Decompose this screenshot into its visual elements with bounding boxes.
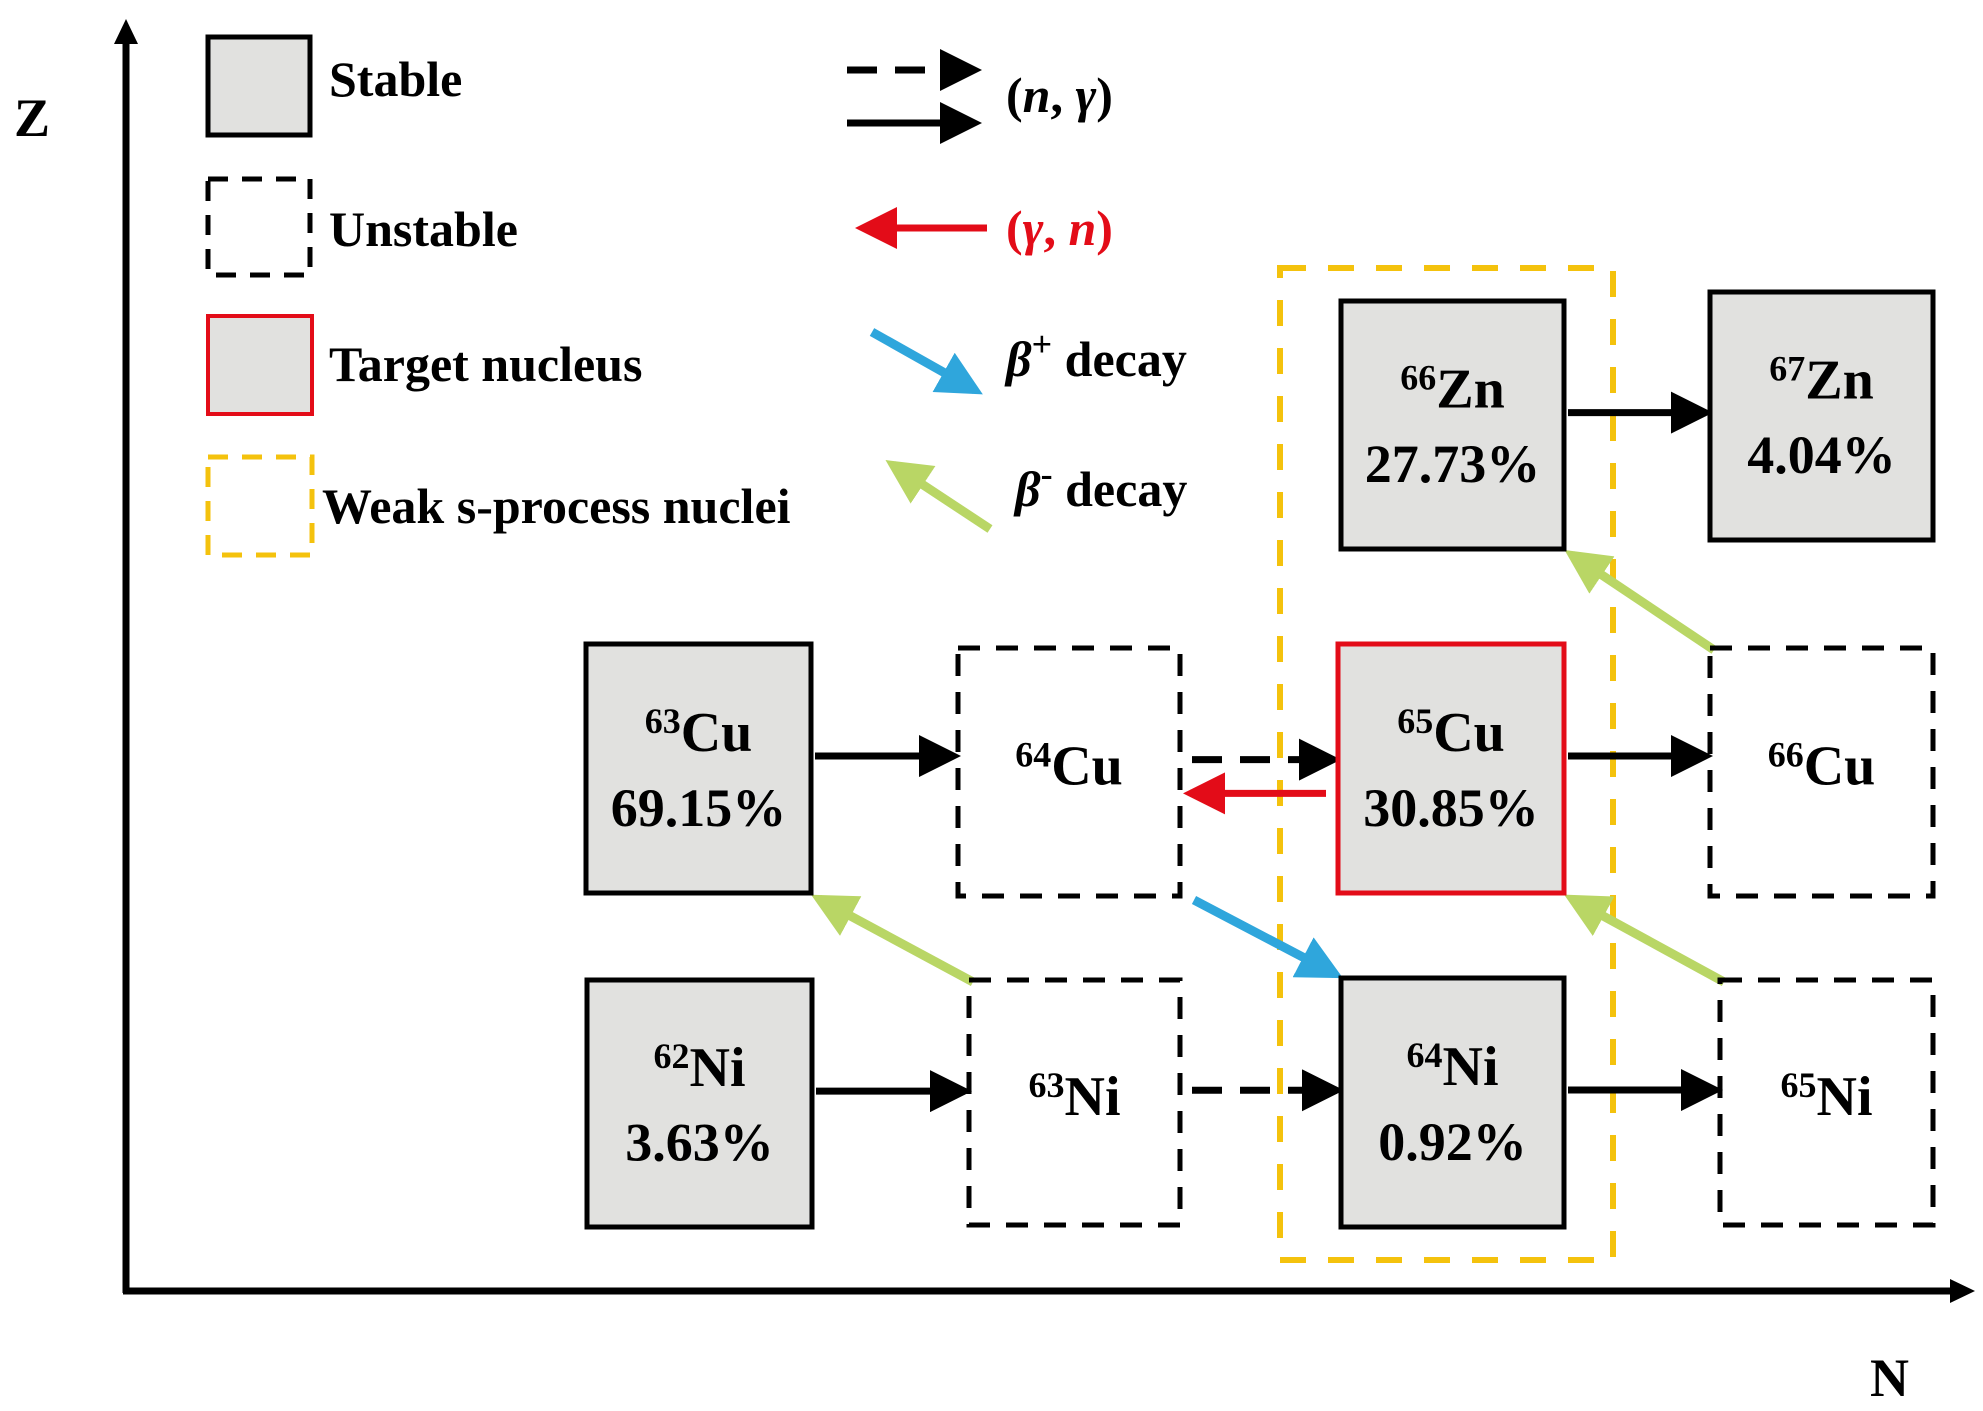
nuclide-ni64: 64Ni 0.92% [1338, 975, 1567, 1230]
nuclide-ni63: 63Ni [966, 977, 1183, 1228]
nuclide-box [1338, 298, 1567, 552]
nuclide-symbol: 65Cu [1397, 701, 1505, 764]
nuclide-box [583, 641, 814, 896]
nuclide-symbol: 65Ni [1781, 1065, 1873, 1128]
nuclide-box [1335, 641, 1567, 896]
legend-unstable-swatch [205, 176, 313, 278]
legend-beta-minus-label: β- decay [1013, 454, 1187, 517]
nuclide-symbol: 64Cu [1015, 734, 1123, 797]
nuclide-ni65: 65Ni [1717, 977, 1936, 1228]
legend-boxes: Stable Unstable Target nucleus Weak s-pr… [205, 34, 791, 558]
legend-weak-label: Weak s-process nuclei [322, 478, 791, 534]
nuclide-symbol: 62Ni [654, 1036, 746, 1099]
legend-beta-minus-arrow-icon [885, 460, 993, 533]
nuclide-cu65: 65Cu 30.85% [1335, 641, 1567, 896]
legend-unstable-label: Unstable [329, 201, 518, 257]
nuclide-symbol: 63Ni [1029, 1065, 1121, 1128]
legend-arrows: (n, γ) (γ, n) β+ decay β- decay [847, 49, 1187, 533]
nuclide-box [1707, 289, 1936, 543]
nuclide-box [955, 645, 1183, 899]
legend-target-swatch [206, 314, 314, 416]
nuclide-box [1707, 645, 1936, 899]
n-axis-label: N [1870, 1348, 1909, 1408]
nuclide-symbol: 63Cu [645, 701, 753, 764]
z-axis-label: Z [14, 88, 50, 148]
z-axis-arrowhead-icon [114, 19, 138, 44]
legend-stable-label: Stable [329, 51, 462, 107]
transition-arrow-beta-minus-icon [1564, 549, 1717, 654]
nuclide-zn67: 67Zn 4.04% [1707, 289, 1936, 543]
transitions [811, 391, 1727, 1113]
transition-arrow-beta-plus-icon [1191, 896, 1343, 979]
legend-beta-plus-label: β+ decay [1004, 324, 1187, 387]
nuclide-box [1338, 975, 1567, 1230]
legend-gamman-label: (γ, n) [1006, 200, 1113, 256]
nuclide-abundance: 4.04% [1747, 425, 1896, 485]
legend-stable-swatch [205, 34, 313, 138]
nuclide-symbol: 66Cu [1768, 734, 1876, 797]
nuclide-abundance: 30.85% [1363, 778, 1539, 838]
legend-ngamma-label: (n, γ) [1006, 67, 1113, 123]
nuclei: 66Zn 27.73% 67Zn 4.04% 63Cu 69.15% 64Cu 65Cu 30.… [583, 289, 1936, 1230]
nuclide-abundance: 27.73% [1365, 434, 1541, 494]
nuclide-cu64: 64Cu [955, 645, 1183, 899]
axes: Z N [14, 19, 1975, 1408]
nuclide-abundance: 69.15% [611, 778, 787, 838]
nuclide-symbol: 66Zn [1400, 358, 1505, 421]
legend-target-label: Target nucleus [329, 336, 642, 392]
nuclide-zn66: 66Zn 27.73% [1338, 298, 1567, 552]
nuclide-abundance: 0.92% [1378, 1112, 1527, 1172]
nuclide-cu66: 66Cu [1707, 645, 1936, 899]
nuclide-cu63: 63Cu 69.15% [583, 641, 814, 896]
legend-weak-swatch [205, 454, 315, 558]
nuclide-ni62: 62Ni 3.63% [584, 977, 815, 1230]
weak-s-process-group [1277, 265, 1616, 1263]
nuclide-abundance: 3.63% [625, 1112, 774, 1172]
transition-arrow-beta-minus-icon [811, 894, 976, 986]
n-axis-arrowhead-icon [1950, 1279, 1975, 1303]
nuclide-box [584, 977, 815, 1230]
nuclide-symbol: 64Ni [1407, 1035, 1499, 1098]
legend-beta-plus-arrow-icon [869, 328, 983, 395]
nuclide-symbol: 67Zn [1769, 349, 1874, 412]
transition-arrow-beta-minus-icon [1564, 894, 1727, 986]
